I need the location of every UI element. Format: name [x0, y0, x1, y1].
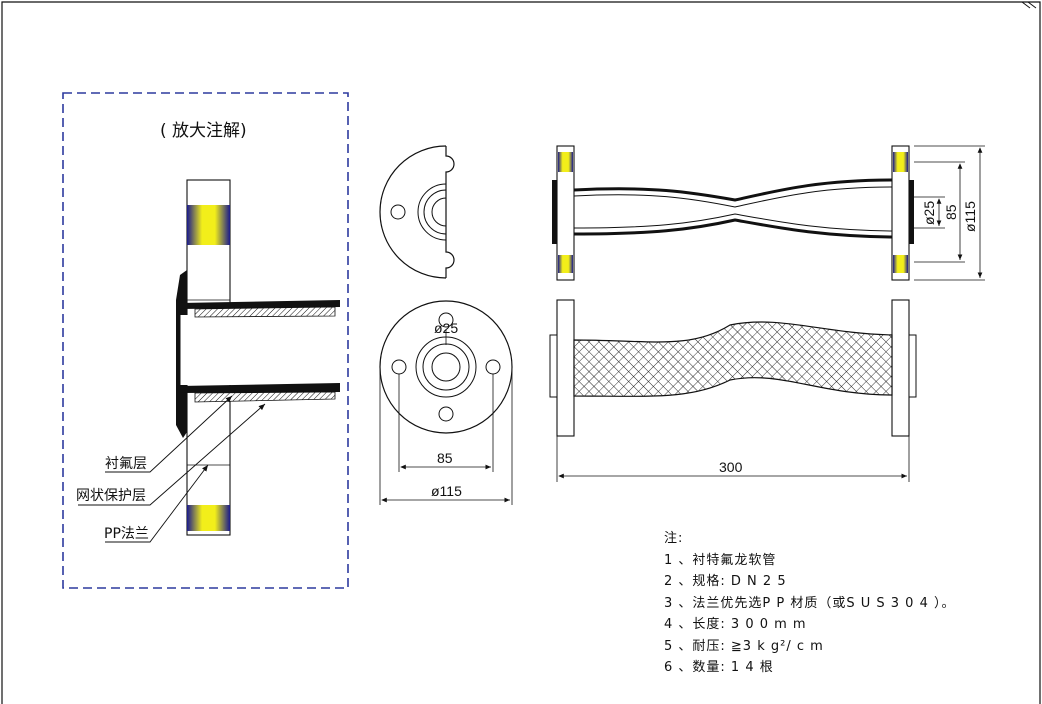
bolt-hole: [485, 359, 501, 375]
detail-frame: [62, 92, 349, 589]
flange-band: [558, 152, 573, 172]
note-item: 5 、耐压: ≧3 k g²/ c m: [664, 638, 824, 654]
flange-front-view: ø25 85 ø115: [379, 300, 513, 505]
hose-wall-outer-top: [573, 178, 893, 202]
hose-wall-inner-top: [573, 186, 893, 208]
label-lining: 衬氟层: [105, 456, 147, 472]
half-flange-outline: [379, 145, 447, 279]
mesh-layer-upper: [194, 306, 336, 318]
note-item: 1 、衬特氟龙软管: [664, 552, 777, 568]
hose-outside-view: 300: [549, 299, 917, 482]
braided-hose: [573, 321, 893, 397]
lining-lower: [180, 383, 340, 393]
note-item: 3 、法兰优先选P P 材质（或S U S 3 0 4 ）。: [664, 595, 956, 611]
hose-wall-inner-bottom: [573, 213, 893, 232]
half-flange-cut: [445, 146, 455, 278]
label-flange: PP法兰: [104, 526, 149, 542]
hose-wall-outer-bottom: [573, 218, 893, 239]
flange-hub-right: [908, 334, 917, 398]
flange-hub-left: [549, 334, 558, 398]
lining-flare-left: [552, 180, 557, 244]
dim-side-outer: ø115: [962, 201, 978, 232]
notes-block: 注: 1 、衬特氟龙软管 2 、规格: D N 2 5 3 、法兰优先选P P …: [664, 528, 1024, 679]
flange-left-outside: [556, 299, 575, 437]
lining-upper: [180, 300, 340, 309]
leader-mesh: [78, 403, 266, 506]
bolt-hole: [438, 406, 454, 422]
leader-flange: [105, 464, 209, 543]
half-flange-view: [379, 145, 455, 279]
note-item: 4 、长度: 3 0 0 m m: [664, 617, 807, 632]
flange-band-bottom: [187, 505, 230, 531]
flange-band-top: [187, 205, 230, 245]
half-flange-ring: [417, 183, 447, 241]
bolt-hole: [438, 312, 454, 328]
label-mesh: 网状保护层: [76, 488, 146, 504]
dim-small-bore: ø25: [921, 201, 937, 225]
half-flange-bore: [431, 197, 447, 227]
lining-flare-right: [909, 180, 914, 244]
flange-band: [558, 255, 573, 273]
hose-section-view: ø115 85 ø25: [552, 145, 985, 281]
flange-ring: [415, 336, 477, 398]
flange-ring: [422, 343, 470, 391]
dim-bolt-circle: 85: [437, 450, 453, 466]
note-item: 2 、规格: D N 2 5: [664, 574, 787, 589]
mesh-layer-lower: [194, 391, 336, 403]
detail-title: ( 放大注解): [160, 121, 247, 141]
dim-outer: ø115: [431, 483, 462, 499]
dim-length: 300: [719, 459, 743, 475]
dim-bore: ø25: [434, 320, 458, 336]
bolt-hole: [390, 204, 406, 220]
flange-band: [893, 152, 908, 172]
flange-bore: [431, 352, 461, 382]
notes-heading: 注:: [664, 531, 684, 546]
detail-view: ( 放大注解) 衬氟层 网状保护层 PP法兰: [62, 92, 349, 589]
half-flange-ring: [423, 189, 447, 235]
bolt-hole: [391, 359, 407, 375]
tube-bore: [180, 315, 330, 385]
corner-mark: [1021, 1, 1037, 9]
flange-right-outside: [891, 299, 910, 437]
flange-band: [893, 255, 908, 273]
leader-lining: [105, 395, 233, 473]
dim-side-bolt: 85: [943, 204, 959, 220]
note-item: 6 、数量: 1 4 根: [664, 660, 774, 675]
